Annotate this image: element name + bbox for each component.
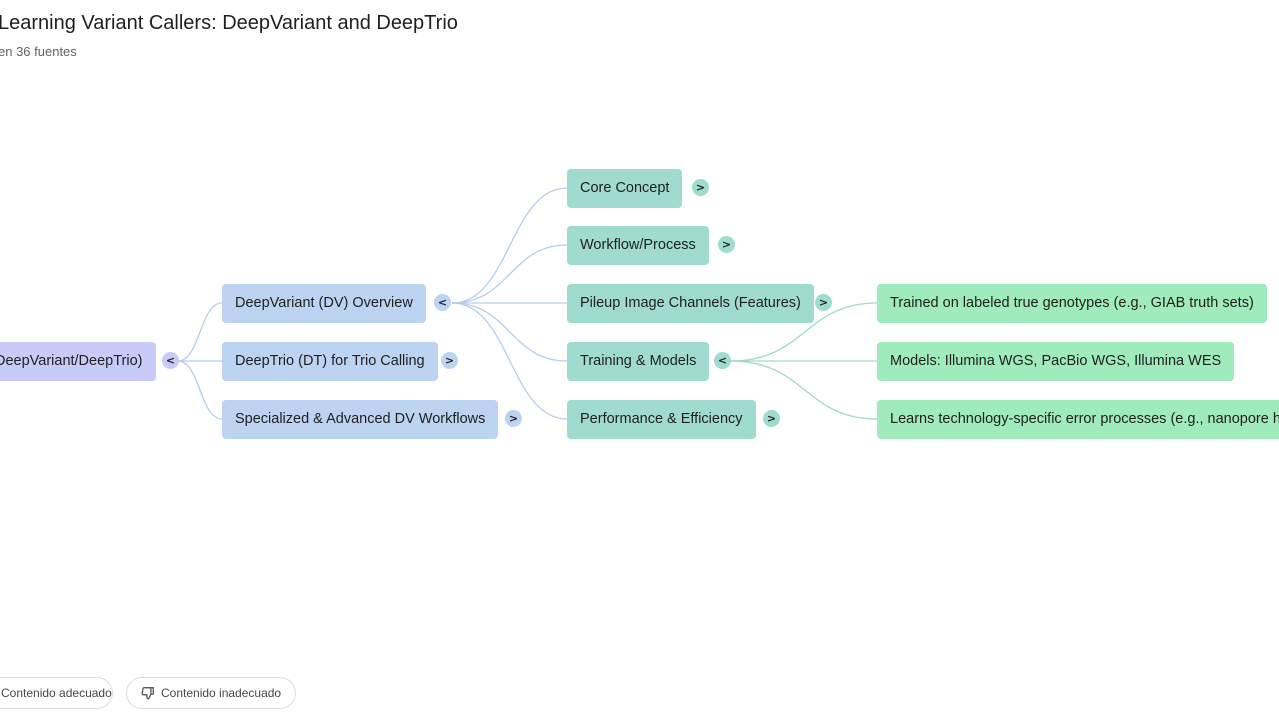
node-dv-overview-label: DeepVariant (DV) Overview: [235, 295, 413, 311]
edge-dv-core-concept: [451, 187, 568, 304]
pileup-image-channels-expand-toggle[interactable]: >: [815, 294, 832, 311]
node-models-list[interactable]: Models: Illumina WGS, PacBio WGS, Illumi…: [877, 342, 1235, 381]
node-trained-on-labeled-genotypes[interactable]: Trained on labeled true genotypes (e.g.,…: [877, 284, 1267, 323]
page-title: Learning Variant Callers: DeepVariant an…: [0, 12, 458, 34]
thumbs-down-icon: [141, 686, 154, 700]
node-pileup-image-channels[interactable]: Pileup Image Channels (Features): [567, 284, 814, 323]
node-learns-error-processes[interactable]: Learns technology-specific error process…: [877, 400, 1279, 439]
node-pileup-image-channels-label: Pileup Image Channels (Features): [580, 295, 801, 311]
training-models-collapse-toggle[interactable]: <: [714, 352, 731, 369]
edge-dv-training: [451, 302, 568, 362]
deeptrio-expand-toggle[interactable]: >: [441, 352, 458, 369]
node-dv-overview[interactable]: DeepVariant (DV) Overview: [222, 284, 426, 323]
node-workflow-process[interactable]: Workflow/Process: [567, 226, 709, 265]
good-content-button[interactable]: Contenido adecuado: [0, 677, 113, 709]
edge-dv-workflow: [451, 244, 568, 304]
source-count: en 36 fuentes: [0, 44, 77, 59]
node-training-models[interactable]: Training & Models: [567, 342, 710, 381]
node-specialized-workflows-label: Specialized & Advanced DV Workflows: [235, 411, 486, 427]
specialized-workflows-expand-toggle[interactable]: >: [505, 410, 522, 427]
node-performance-efficiency-label: Performance & Efficiency: [580, 411, 743, 427]
good-content-label: Contenido adecuado: [1, 686, 112, 700]
node-trained-on-labeled-genotypes-label: Trained on labeled true genotypes (e.g.,…: [890, 295, 1254, 311]
core-concept-expand-toggle[interactable]: >: [692, 179, 709, 196]
node-deeptrio-label: DeepTrio (DT) for Trio Calling: [235, 353, 425, 369]
bad-content-label: Contenido inadecuado: [161, 686, 282, 700]
node-training-models-label: Training & Models: [580, 353, 697, 369]
node-performance-efficiency[interactable]: Performance & Efficiency: [567, 400, 756, 439]
bad-content-button[interactable]: Contenido inadecuado: [126, 677, 297, 709]
node-core-concept-label: Core Concept: [580, 180, 670, 196]
root-node-label: DeepVariant/DeepTrio): [0, 353, 143, 369]
node-workflow-process-label: Workflow/Process: [580, 237, 696, 253]
performance-efficiency-expand-toggle[interactable]: >: [763, 410, 780, 427]
workflow-process-expand-toggle[interactable]: >: [718, 236, 735, 253]
edge-root-dv-overview: [177, 302, 223, 362]
node-deeptrio[interactable]: DeepTrio (DT) for Trio Calling: [222, 342, 438, 381]
mindmap-root-node[interactable]: DeepVariant/DeepTrio): [0, 342, 156, 381]
edge-root-specialized: [177, 360, 223, 420]
node-learns-error-processes-label: Learns technology-specific error process…: [890, 411, 1279, 427]
node-core-concept[interactable]: Core Concept: [567, 169, 683, 208]
root-collapse-toggle[interactable]: <: [162, 352, 179, 369]
node-specialized-workflows[interactable]: Specialized & Advanced DV Workflows: [222, 400, 499, 439]
dv-overview-collapse-toggle[interactable]: <: [434, 294, 451, 311]
node-models-list-label: Models: Illumina WGS, PacBio WGS, Illumi…: [890, 353, 1222, 369]
